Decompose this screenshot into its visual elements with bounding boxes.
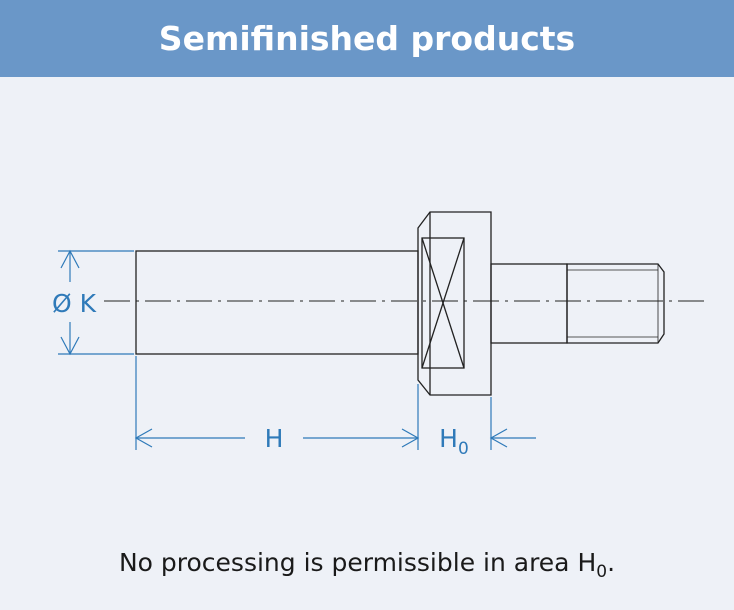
part-outline (135, 211, 665, 396)
h0-label: H0 (439, 424, 469, 459)
arrow-left-h0-icon (489, 428, 508, 448)
wrench-flat (421, 237, 465, 369)
arrow-up-icon (60, 249, 80, 269)
shaft-body (135, 250, 419, 355)
header-banner: Semifinished products (0, 0, 734, 77)
page-title: Semifinished products (158, 19, 576, 58)
arrow-right-icon (401, 428, 420, 448)
length-label: H (265, 424, 284, 453)
dimensions (58, 249, 536, 450)
diameter-label: Ø K (52, 289, 97, 318)
h0-label-main: H (439, 424, 458, 453)
thread-tip (566, 263, 665, 344)
pin-shank (490, 263, 568, 344)
caption-subscript: 0 (596, 562, 608, 582)
caption-text: No processing is permissible in area H (118, 548, 597, 577)
caption-end: . (607, 548, 616, 577)
wrench-flat-cross-2 (421, 237, 465, 369)
technical-drawing: Ø K H H0 (52, 211, 704, 459)
h0-label-sub: 0 (458, 439, 469, 459)
arrow-left-icon (134, 428, 153, 448)
arrow-down-icon (60, 336, 80, 356)
caption: No processing is permissible in area H0. (0, 548, 734, 582)
